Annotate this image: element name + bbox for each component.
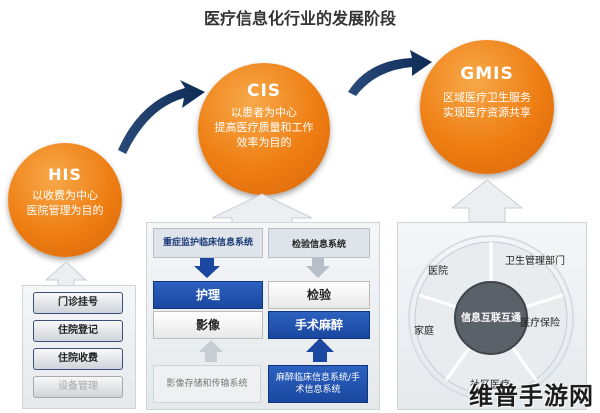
gmis-cycle-diagram	[408, 235, 574, 401]
cis-name: CIS	[246, 81, 282, 101]
arrow-up-imaging	[199, 340, 223, 362]
gmis-cycle-ring	[408, 235, 574, 401]
arrow-up-surgery	[306, 338, 334, 362]
his-module-equipment: 设备管理	[33, 376, 123, 398]
cis-imaging-system: 影像存储和传输系统	[153, 365, 261, 403]
gmis-segment-health-dept: 卫生管理部门	[505, 256, 565, 267]
arrow-down-lab	[306, 258, 330, 278]
gmis-circle: GMIS 区域医疗卫生服务 实现医疗资源共享	[420, 40, 554, 174]
gmis-segment-hospital: 医院	[428, 266, 448, 277]
gmis-line-2: 实现医疗资源共享	[443, 106, 531, 119]
gmis-segment-insurance: 医疗保险	[520, 318, 560, 329]
gmis-cycle-center	[454, 281, 528, 355]
his-module-registration: 门诊挂号	[33, 292, 123, 314]
cis-lab-info-system: 检验信息系统	[268, 228, 370, 258]
arrow-his-to-cis	[118, 80, 205, 154]
his-circle: HIS 以收费为中心 医院管理为目的	[8, 143, 122, 257]
his-module-billing: 住院收费	[33, 348, 123, 370]
cis-line-1: 以患者为中心	[231, 106, 297, 119]
his-name: HIS	[48, 165, 82, 184]
cis-line-3: 效率为目的	[236, 136, 292, 149]
gmis-center-label: 信息互联互通	[461, 313, 521, 324]
arrow-down-nursing	[194, 258, 220, 278]
gmis-segment-community: 社区医疗	[470, 380, 510, 391]
gmis-segment-family: 家庭	[414, 326, 434, 337]
cis-imaging: 影像	[153, 311, 263, 339]
cis-anesthesia-system: 麻醉临床信息系统/手术信息系统	[268, 365, 368, 403]
his-module-admission: 住院登记	[33, 320, 123, 342]
watermark-logo: 维普手游网	[469, 382, 594, 410]
cis-circle: CIS 以患者为中心 提高医疗质量和工作 效率为目的	[198, 63, 330, 195]
arrow-cis-to-gmis	[348, 50, 432, 96]
his-line-2: 医院管理为目的	[26, 204, 104, 217]
cis-surgery: 手术麻醉	[268, 311, 370, 339]
cis-lab: 检验	[268, 281, 370, 309]
cis-nursing: 护理	[153, 281, 263, 309]
cis-nursing-info-system: 重症监护临床信息系统	[153, 228, 263, 258]
cis-line-2: 提高医疗质量和工作	[214, 121, 314, 134]
gmis-line-1: 区域医疗卫生服务	[443, 91, 531, 104]
page-title: 医疗信息化行业的发展阶段	[203, 9, 396, 28]
his-line-1: 以收费为中心	[32, 189, 98, 202]
gmis-name: GMIS	[460, 64, 514, 84]
